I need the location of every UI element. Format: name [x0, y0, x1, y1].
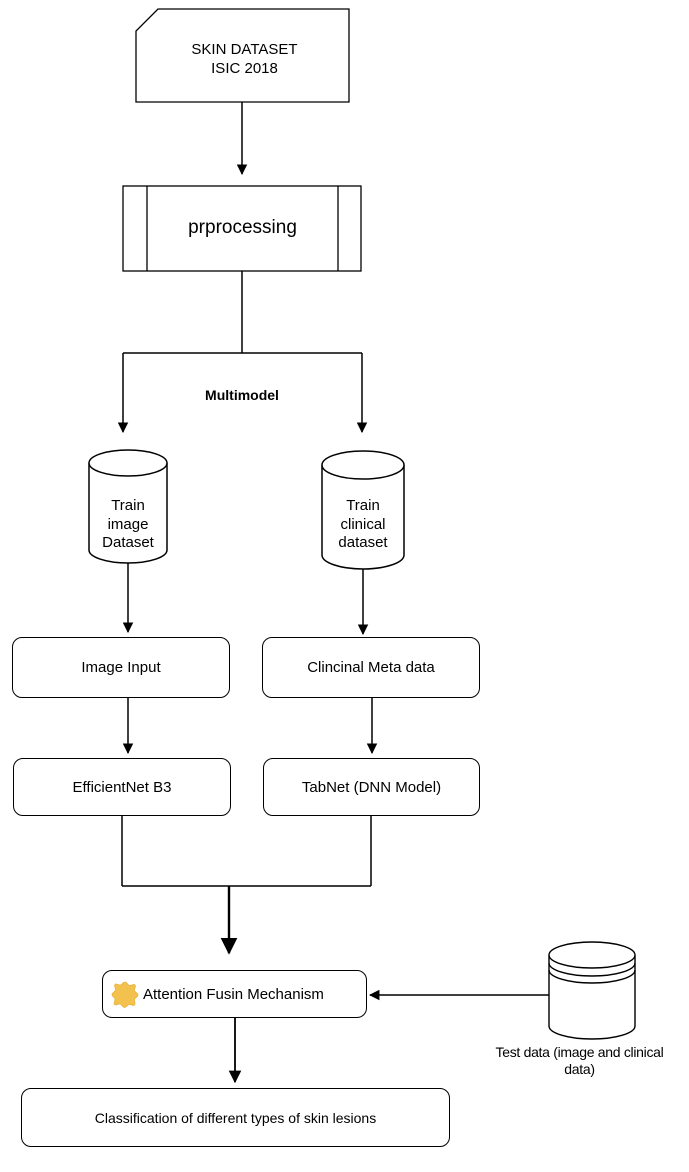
output-box: Classification of different types of ski… [21, 1088, 450, 1147]
clinical-dataset-cylinder [321, 450, 405, 570]
source-line1: SKIN DATASET [191, 41, 298, 59]
preprocessing-label: prprocessing [188, 217, 297, 239]
source-label: SKIN DATASET ISIC 2018 [140, 30, 349, 90]
test-data-label: Test data (image and clinical data) [495, 1044, 664, 1077]
gear-icon-shape [111, 981, 139, 1008]
image-dataset-label: Train image Dataset [102, 496, 154, 552]
clinical-model-box: TabNet (DNN Model) [263, 758, 480, 816]
image-input-box: Image Input [12, 637, 230, 698]
image-dataset-cylinder [88, 449, 168, 564]
source-line2: ISIC 2018 [211, 60, 278, 77]
fusion-label: Attention Fusin Mechanism [143, 985, 324, 1003]
test-data-cylinder [548, 941, 636, 1040]
fusion-box: Attention Fusin Mechanism [102, 970, 367, 1018]
clinical-input-box: Clincinal Meta data [262, 637, 480, 698]
image-model-box: EfficientNet B3 [13, 758, 231, 816]
branch-label: Multimodel [205, 387, 279, 404]
preprocessing-shape [122, 185, 362, 272]
gear-icon [111, 981, 139, 1008]
split-connector [117, 271, 368, 434]
clinical-dataset-label: Train clinical dataset [338, 496, 388, 552]
merge-connector [121, 816, 372, 887]
